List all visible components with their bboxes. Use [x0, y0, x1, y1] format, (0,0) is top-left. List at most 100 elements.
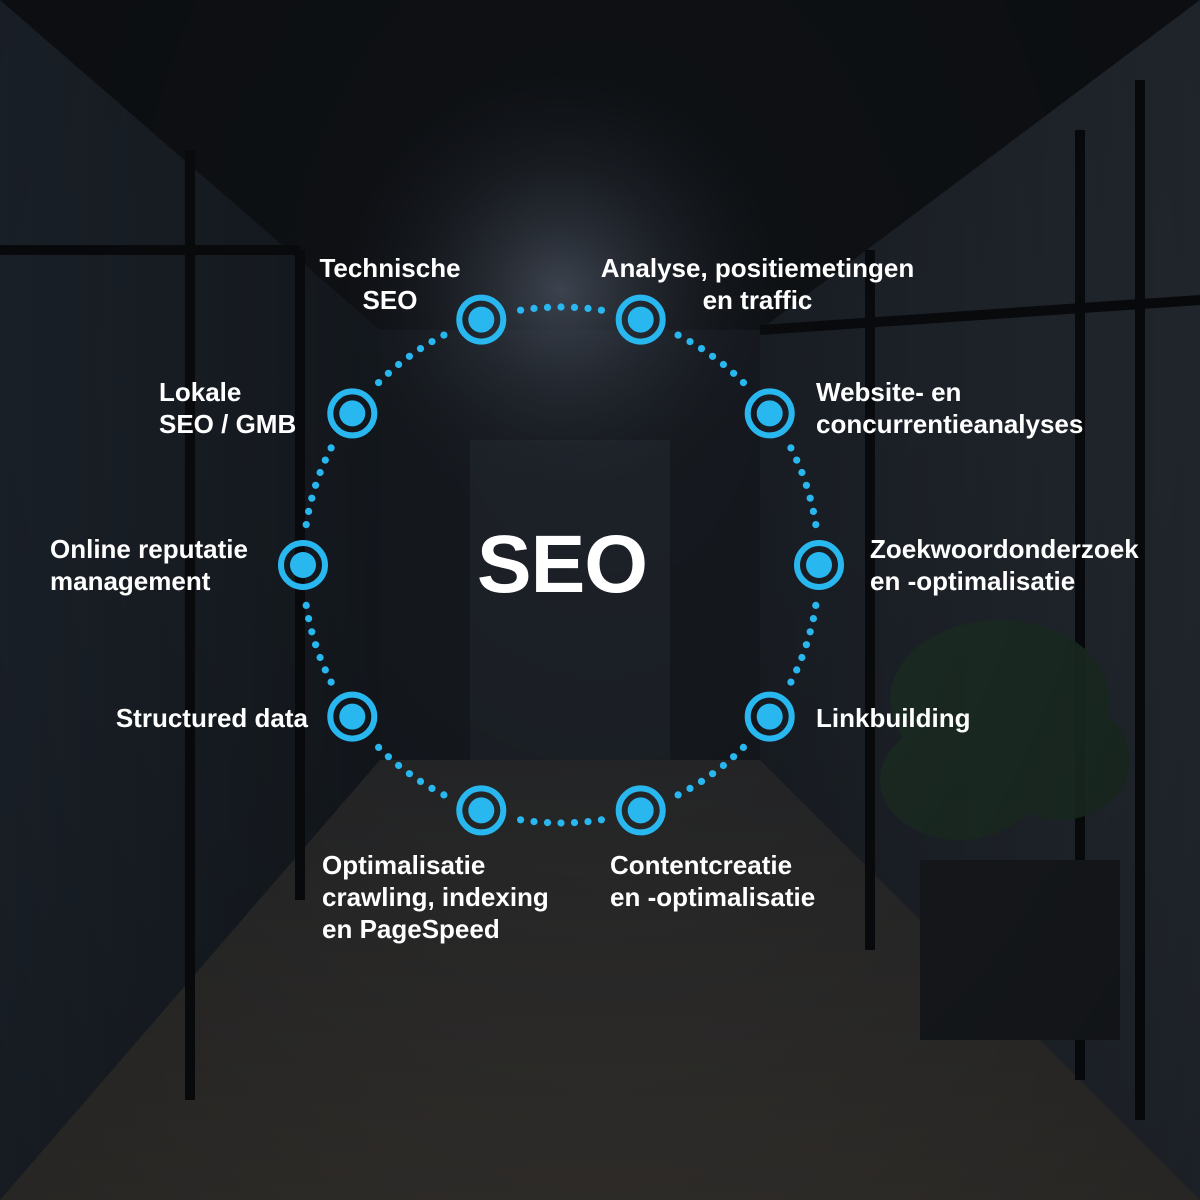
connector-dot [697, 777, 706, 786]
connector-dot [543, 303, 552, 311]
connector-dot [570, 303, 579, 311]
connector-dot [302, 601, 310, 610]
connector-dot [709, 770, 717, 778]
connector-dot [697, 345, 706, 353]
connector-dot [308, 628, 316, 636]
connector-dot [517, 816, 525, 824]
connector-dot [395, 761, 403, 770]
label-analyse: Analyse, positiemetingen en traffic [600, 253, 915, 315]
node-dot [756, 400, 783, 427]
connector-dot [305, 615, 313, 623]
connector-dot [416, 345, 425, 353]
connector-dot [530, 304, 538, 312]
connector-dot [375, 743, 383, 752]
node-dot [468, 306, 495, 333]
node-marker-lokale-seo [327, 388, 378, 439]
connector-dot [530, 818, 538, 826]
connector-dot [597, 306, 606, 314]
connector-dot [730, 753, 738, 761]
connector-dot [395, 360, 403, 369]
connector-dot [316, 653, 324, 662]
connector-dot [719, 761, 728, 770]
node-marker-website-analyses [744, 388, 795, 439]
connector-dot [719, 360, 728, 369]
connector-dot [787, 678, 795, 686]
connector-dot [787, 444, 795, 452]
connector-dot [428, 784, 436, 793]
node-dot [806, 552, 832, 578]
connector-dot [557, 819, 565, 827]
connector-dot [806, 494, 814, 502]
connector-dot [312, 481, 320, 489]
node-dot [290, 552, 316, 578]
dotted-connector [302, 303, 820, 827]
node-dot [339, 703, 366, 730]
connector-dot [809, 615, 818, 623]
node-dot [627, 306, 654, 333]
connector-dot [570, 819, 579, 827]
connector-dot [686, 338, 694, 346]
connector-dot [440, 791, 448, 799]
label-structured-data: Structured data [115, 703, 308, 733]
connector-dot [375, 379, 383, 387]
connector-dot [405, 770, 413, 778]
node-marker-structured-data [327, 691, 378, 742]
node-marker-contentcreatie [615, 785, 666, 836]
node-dot [468, 797, 495, 824]
node-marker-linkbuilding [744, 691, 795, 742]
node-ring [327, 691, 378, 742]
label-contentcreatie: Contentcreatie en -optimalisatie [610, 850, 816, 912]
node-ring [744, 388, 795, 439]
connector-dot [686, 784, 694, 793]
node-ring [794, 540, 844, 590]
label-zoekwoordonderzoek: Zoekwoordonderzoek en -optimalisatie [870, 534, 1139, 596]
node-marker-technische-seo [456, 294, 507, 345]
connector-dot [327, 444, 335, 452]
connector-dot [384, 753, 392, 761]
node-dot [627, 797, 654, 824]
node-dot [339, 400, 366, 427]
node-ring [615, 294, 666, 345]
node-markers [278, 294, 844, 836]
connector-dot [798, 653, 806, 662]
node-dot [756, 703, 783, 730]
connector-dot [440, 331, 448, 339]
label-linkbuilding: Linkbuilding [816, 703, 971, 733]
label-technische-seo: Technische SEO [319, 253, 461, 315]
connector-dot [308, 494, 316, 502]
connector-dot [739, 743, 748, 752]
center-title: SEO [476, 519, 648, 610]
connector-dot [416, 777, 425, 786]
node-marker-analyse [615, 294, 666, 345]
connector-dot [517, 306, 525, 314]
connector-dot [812, 521, 820, 529]
node-ring [456, 785, 507, 836]
connector-dot [428, 338, 436, 346]
connector-dot [806, 628, 814, 636]
label-optimalisatie-crawling: Optimalisatie crawling, indexing en Page… [322, 850, 549, 944]
connector-dot [312, 641, 320, 649]
connector-dot [793, 666, 801, 674]
connector-dot [798, 468, 806, 477]
connector-dot [321, 456, 329, 464]
connector-dot [793, 456, 801, 464]
connector-dot [584, 304, 592, 312]
connector-dot [709, 352, 717, 360]
connector-dot [384, 369, 392, 377]
connector-dot [802, 481, 811, 489]
connector-dot [321, 666, 329, 674]
connector-dot [812, 601, 820, 610]
connector-dot [584, 818, 592, 826]
connector-dot [809, 507, 818, 515]
connector-dot [327, 678, 335, 686]
connector-dot [674, 331, 682, 339]
label-lokale-seo: Lokale SEO / GMB [159, 377, 297, 439]
connector-dot [597, 816, 606, 824]
node-ring [744, 691, 795, 742]
connector-dot [405, 352, 413, 360]
connector-dot [302, 521, 310, 529]
